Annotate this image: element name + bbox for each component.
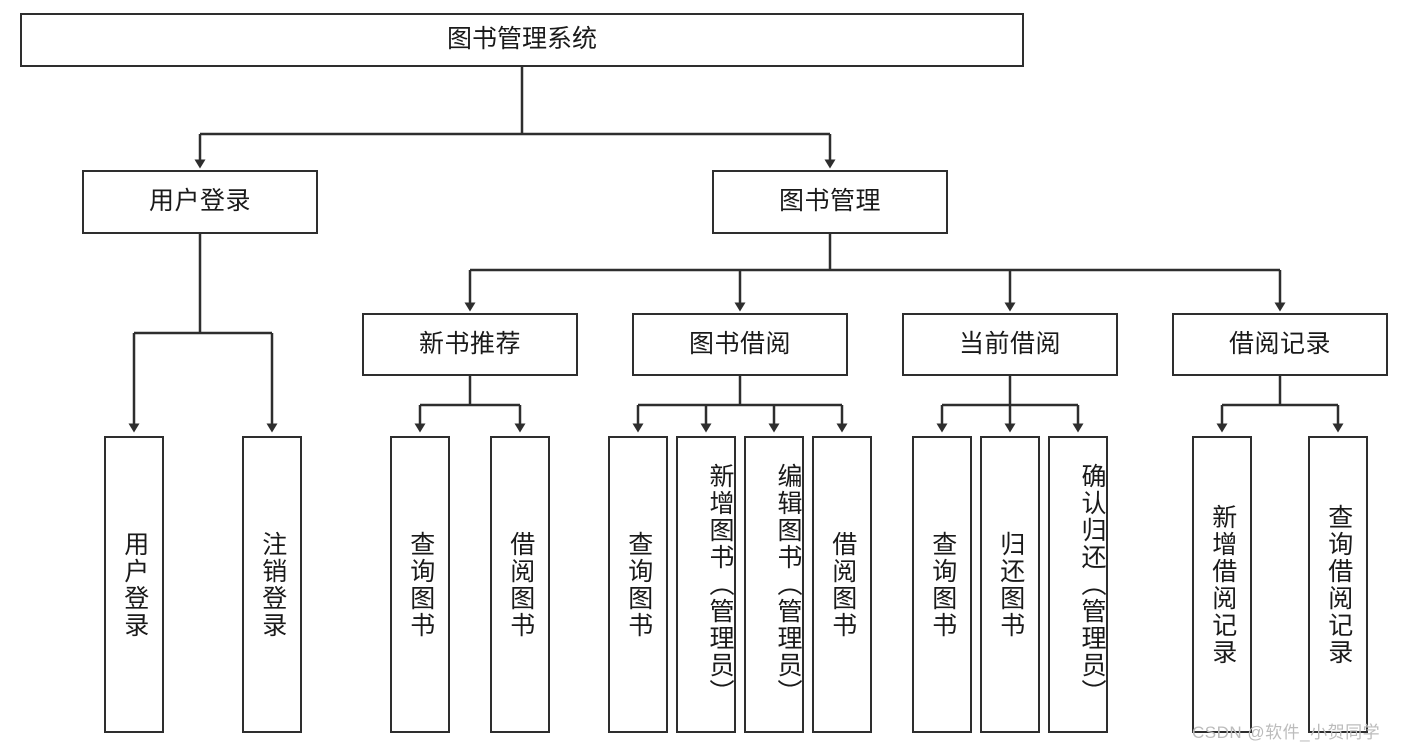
node-label: 新增借阅记录 [1208, 503, 1237, 666]
node-book-management[interactable]: 图书管理 [712, 170, 948, 234]
leaf-user-login-login[interactable]: 用户登录 [104, 436, 164, 733]
node-label: 注销登录 [258, 530, 287, 639]
leaf-book-borrow-lend[interactable]: 借阅图书 [812, 436, 872, 733]
node-root-system[interactable]: 图书管理系统 [20, 13, 1024, 67]
leaf-borrow-record-query[interactable]: 查询借阅记录 [1308, 436, 1368, 733]
node-label: 借阅记录 [1228, 329, 1331, 358]
leaf-current-borrow-return[interactable]: 归还图书 [980, 436, 1040, 733]
node-new-book-recommend[interactable]: 新书推荐 [362, 313, 578, 376]
leaf-new-book-borrow[interactable]: 借阅图书 [490, 436, 550, 733]
leaf-user-login-logout[interactable]: 注销登录 [242, 436, 302, 733]
leaf-book-borrow-edit[interactable]: 编辑图书（管理员） [744, 436, 804, 733]
leaf-borrow-record-add[interactable]: 新增借阅记录 [1192, 436, 1252, 733]
node-user-login[interactable]: 用户登录 [82, 170, 318, 234]
node-label: 新书推荐 [418, 329, 521, 358]
node-label: 借阅图书 [828, 530, 857, 639]
node-label: 归还图书 [996, 530, 1025, 639]
node-label: 查询图书 [406, 530, 435, 639]
node-borrow-record[interactable]: 借阅记录 [1172, 313, 1388, 376]
node-label: 当前借阅 [958, 329, 1061, 358]
node-current-borrow[interactable]: 当前借阅 [902, 313, 1118, 376]
leaf-current-borrow-query[interactable]: 查询图书 [912, 436, 972, 733]
node-label: 确认归还（管理员） [1078, 463, 1106, 706]
leaf-new-book-query[interactable]: 查询图书 [390, 436, 450, 733]
node-label: 借阅图书 [506, 530, 535, 639]
watermark-csdn: CSDN @软件_小贺同学 [1192, 718, 1380, 743]
leaf-book-borrow-query[interactable]: 查询图书 [608, 436, 668, 733]
node-label: 图书借阅 [688, 329, 791, 358]
node-label: 查询图书 [624, 530, 653, 639]
node-label: 编辑图书（管理员） [774, 463, 802, 706]
node-label: 用户登录 [148, 187, 251, 216]
node-book-borrow[interactable]: 图书借阅 [632, 313, 848, 376]
node-label: 用户登录 [120, 530, 149, 639]
node-label: 图书管理 [778, 187, 881, 216]
leaf-book-borrow-add[interactable]: 新增图书（管理员） [676, 436, 736, 733]
node-label: 图书管理系统 [446, 25, 597, 54]
node-label: 新增图书（管理员） [706, 463, 734, 706]
watermark-text: CSDN @软件_小贺同学 [1192, 723, 1381, 742]
leaf-current-borrow-confirm[interactable]: 确认归还（管理员） [1048, 436, 1108, 733]
node-label: 查询借阅记录 [1324, 503, 1353, 666]
node-label: 查询图书 [928, 530, 957, 639]
